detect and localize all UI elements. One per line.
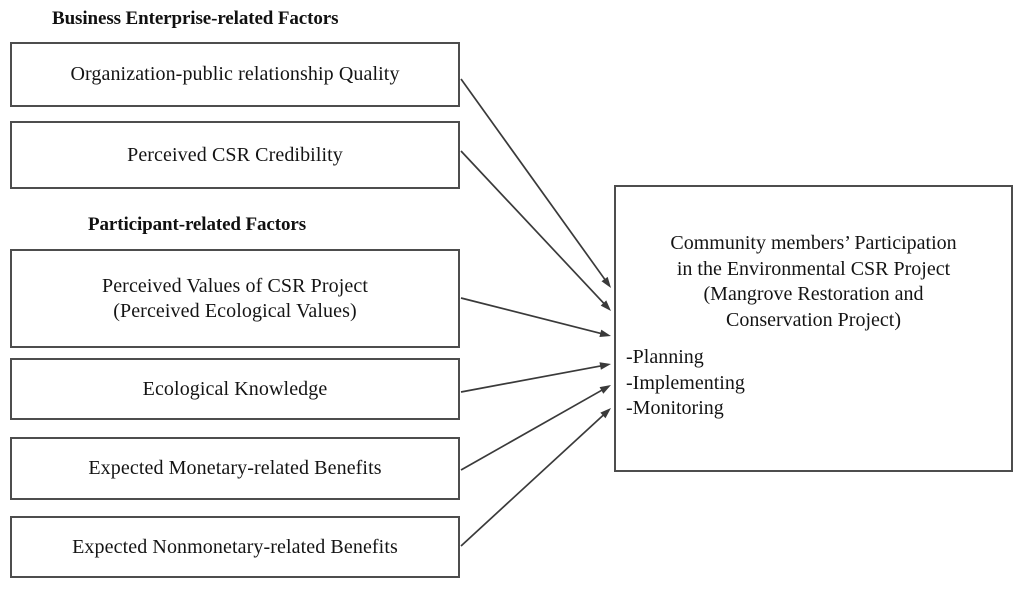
outcome-list-item: -Implementing <box>626 371 745 394</box>
factor-box-line: Expected Monetary-related Benefits <box>88 457 382 480</box>
arrow-head <box>599 385 611 394</box>
factor-box-ecological-knowledge[interactable]: Ecological Knowledge <box>10 358 460 420</box>
factor-box-line: Perceived Values of CSR Project <box>101 275 369 298</box>
factor-box-perceived-values-of-csr-project[interactable]: Perceived Values of CSR Project(Perceive… <box>10 249 460 348</box>
factor-box-perceived-csr-credibility[interactable]: Perceived CSR Credibility <box>10 121 460 189</box>
arrow-shaft <box>460 150 606 306</box>
arrow-relationship-quality <box>460 78 611 288</box>
factor-box-label: Expected Monetary-related Benefits <box>80 456 389 480</box>
arrow-head <box>600 300 611 311</box>
factor-box-label: Expected Nonmonetary-related Benefits <box>64 535 406 559</box>
outcome-list-item: -Planning <box>626 346 704 368</box>
factor-box-label: Perceived Values of CSR Project(Perceive… <box>94 274 376 323</box>
arrow-monetary-benefits <box>460 385 611 471</box>
factor-box-label: Ecological Knowledge <box>135 377 336 401</box>
factor-box-label: Organization-public relationship Quality <box>62 62 407 86</box>
factor-box-label: Perceived CSR Credibility <box>119 143 351 167</box>
arrow-shaft <box>460 297 603 335</box>
outcome-title-line: Conservation Project) <box>726 308 901 331</box>
outcome-box-title: Community members’ Participation in the E… <box>616 231 1011 333</box>
factor-box-line: Perceived CSR Credibility <box>127 143 343 166</box>
arrow-shaft <box>460 78 607 282</box>
arrow-shaft <box>460 364 603 393</box>
factor-box-organization-public-relationship-quality[interactable]: Organization-public relationship Quality <box>10 42 460 107</box>
factor-box-line: Expected Nonmonetary-related Benefits <box>72 535 398 558</box>
outcome-list-item: -Monitoring <box>626 397 724 420</box>
outcome-title-line: (Mangrove Restoration and <box>703 283 924 306</box>
arrow-head <box>600 408 611 419</box>
group-header-participant: Participant-related Factors <box>88 214 307 235</box>
arrow-shaft <box>460 413 605 547</box>
group-header-business-enterprise: Business Enterprise-related Factors <box>52 8 339 29</box>
arrow-shaft <box>460 388 604 471</box>
arrow-head <box>601 276 611 288</box>
arrow-csr-credibility <box>460 150 611 311</box>
outcome-title-line: in the Environmental CSR Project <box>676 257 951 280</box>
arrow-perceived-values <box>460 297 611 337</box>
arrow-nonmonetary-benefits <box>460 408 611 547</box>
factor-box-line: Organization-public relationship Quality <box>70 63 400 86</box>
factor-box-line: (Perceived Ecological Values) <box>113 299 357 322</box>
arrow-ecological-knowledge <box>460 362 611 393</box>
factor-box-expected-nonmonetary-related-benefits[interactable]: Expected Nonmonetary-related Benefits <box>10 516 460 578</box>
arrow-head <box>599 362 611 370</box>
outcome-box-item-list: -Planning -Implementing -Monitoring <box>626 345 745 422</box>
arrow-head <box>599 329 611 337</box>
outcome-title-line: Community members’ Participation <box>670 232 957 254</box>
factor-box-expected-monetary-related-benefits[interactable]: Expected Monetary-related Benefits <box>10 437 460 500</box>
outcome-box-community-participation[interactable]: Community members’ Participation in the E… <box>614 185 1013 472</box>
factor-box-line: Ecological Knowledge <box>142 377 328 400</box>
